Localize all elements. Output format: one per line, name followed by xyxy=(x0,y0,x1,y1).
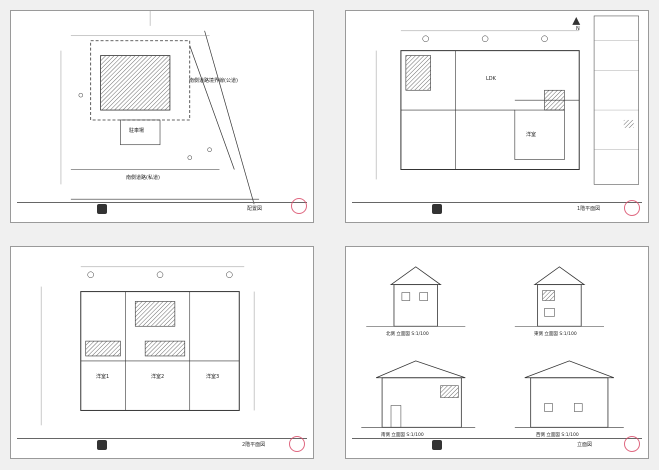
company-logo-icon xyxy=(97,440,107,450)
floor-1-drawing xyxy=(375,15,639,185)
room-label-1: 洋室1 xyxy=(96,374,110,380)
drawing-title: 配置図 xyxy=(247,206,263,212)
drawing-sheet-floor-2: 洋室1 洋室2 洋室3 2階平面図 xyxy=(10,246,314,459)
north-label: N xyxy=(576,26,580,32)
drawing-title: 1階平面図 xyxy=(577,206,601,212)
ldk-label: LDK xyxy=(486,76,496,82)
elevation-label-north: 北側 立面図 S:1/100 xyxy=(386,332,429,337)
floor-2-drawing xyxy=(40,266,255,426)
drawing-sheet-site-plan: 南側道路境界線(公道) 南側道路(私道) 駐車場 配置図 xyxy=(10,10,314,223)
title-block: 配置図 xyxy=(17,202,307,217)
elevation-label-east: 東側 立面図 S:1/100 xyxy=(534,332,577,337)
drawing-title: 立面図 xyxy=(577,442,593,448)
road-label-bottom: 南側道路(私道) xyxy=(126,175,160,181)
approval-stamp-icon xyxy=(624,200,640,216)
site-plan-drawing xyxy=(60,11,260,205)
room-label-3: 洋室3 xyxy=(206,374,220,380)
approval-stamp-icon xyxy=(289,436,305,452)
company-logo-icon xyxy=(97,204,107,214)
title-block: 立面図 xyxy=(352,438,642,453)
title-block: 2階平面図 xyxy=(17,438,307,453)
title-block: 1階平面図 xyxy=(352,202,642,217)
approval-stamp-icon xyxy=(624,436,640,452)
room-label: 洋室 xyxy=(526,132,537,138)
elevations-drawing xyxy=(361,266,624,428)
elevation-label-west: 西側 立面図 S:1/100 xyxy=(536,433,579,438)
elevation-label-south: 南側 立面図 S:1/100 xyxy=(381,433,424,438)
room-label-2: 洋室2 xyxy=(151,374,165,380)
parking-label: 駐車場 xyxy=(129,128,145,134)
drawing-sheet-elevations: 北側 立面図 S:1/100 東側 立面図 S:1/100 南側 立面図 S:1… xyxy=(345,246,649,459)
drawing-title: 2階平面図 xyxy=(242,442,266,448)
company-logo-icon xyxy=(432,204,442,214)
approval-stamp-icon xyxy=(291,198,307,214)
company-logo-icon xyxy=(432,440,442,450)
road-label-right: 南側道路境界線(公道) xyxy=(189,78,238,84)
drawing-sheet-floor-1: 洋室 LDK N 1階平面図 xyxy=(345,10,649,223)
